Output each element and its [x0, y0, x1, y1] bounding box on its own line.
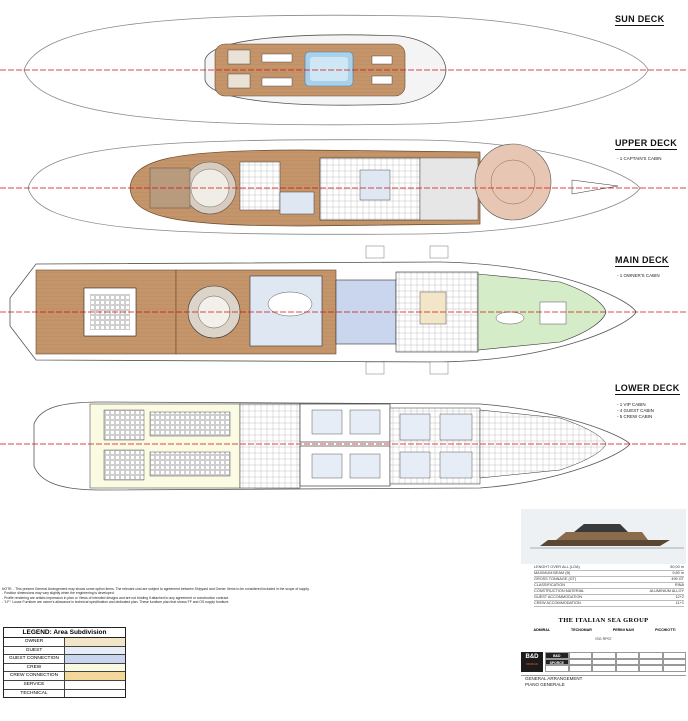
brand-row: ADMIRAL TECNOMAR PERINI NAVI PICCHIOTTI: [523, 628, 686, 632]
legend-label: SERVICE: [4, 680, 65, 689]
title-grid-cell: [592, 652, 616, 659]
title-grid-cell: [615, 652, 639, 659]
spec-row: GROSS TONNAGE (GT) 499 GT: [534, 577, 684, 583]
yacht-render-image: [521, 509, 686, 564]
company-name: THE ITALIAN SEA GROUP: [558, 617, 649, 624]
brand-name: TECNOMAR: [571, 628, 592, 632]
title-grid-cell: SPORCE: [545, 658, 569, 666]
title-grid-cell: [639, 658, 663, 666]
legend-label: CREW: [4, 663, 65, 672]
title-grid-cell: [662, 665, 686, 672]
title-grid-cell: [615, 658, 639, 666]
spec-value: ALUMINIUM ALLOY: [649, 589, 684, 593]
spec-label: GUEST ACCOMMODATION: [534, 595, 583, 599]
brand-name: PICCHIOTTI: [655, 628, 676, 632]
legend-label: TECHNICAL: [4, 689, 65, 698]
logo-main: B&D: [525, 654, 539, 660]
lower-deck-note: - 4 GUEST CABIN: [617, 408, 654, 413]
specification-table: LENGHT OVER ALL (LOA) 50,00 m MAXIMUM BEAM…: [534, 565, 684, 607]
sun-deck-plan: [0, 14, 688, 126]
legend-row: CREW: [4, 663, 125, 673]
legend-swatch: [65, 646, 125, 655]
title-grid-cell: [662, 652, 686, 659]
spec-row: CREW ACCOMMODATION 11+1: [534, 601, 684, 607]
note-line: - Position dimensions may vary slightly …: [2, 591, 115, 596]
legend-row: GUEST CONNECTION: [4, 655, 125, 664]
title-grid-cell: [545, 665, 569, 672]
spec-row: GUEST ACCOMMODATION 12+2: [534, 595, 684, 601]
general-notes: NOTE: - This present General Arrangement…: [2, 587, 357, 604]
spec-label: CREW ACCOMMODATION: [534, 601, 581, 605]
title-grid-cell: [639, 665, 663, 672]
legend-label: OWNER: [4, 638, 65, 646]
company-subtitle: ISG RP07: [595, 637, 612, 641]
legend-row: CREW CONNECTION: [4, 672, 125, 681]
spec-label: CONSTRUCTION MATERIAL: [534, 589, 585, 593]
sun-deck-title: SUN DECK: [615, 14, 665, 26]
lower-deck-note: - 5 CREW CABIN: [617, 414, 653, 419]
main-deck-plan: [0, 245, 688, 375]
note-line: - Profile rendering are artistic impress…: [2, 595, 230, 600]
spec-label: LENGHT OVER ALL (LOA): [534, 565, 580, 569]
title-grid-cell: [615, 665, 639, 672]
legend-swatch: [65, 672, 125, 680]
title-grid-cell: [639, 652, 663, 659]
legend-swatch: [65, 689, 125, 698]
legend-row: TECHNICAL: [4, 689, 125, 698]
title-block: GENERAL ARRANGEMENT PIANO GENERALE: [521, 675, 686, 698]
upper-deck-plan: [0, 139, 688, 235]
legend-title: LEGEND: Area Subdivision: [4, 628, 125, 638]
spec-row: MAXIMUM BEAM (B) 9,80 m: [534, 571, 684, 577]
title-grid-cell: B&D: [545, 652, 569, 659]
title-grid-cell: [592, 665, 616, 672]
brand-name: ADMIRAL: [533, 628, 551, 632]
note-line: NOTE: - This present General Arrangement…: [2, 587, 310, 591]
spec-value: 9,80 m: [672, 571, 684, 575]
title-grid-cell: [592, 658, 616, 666]
legend-row: SERVICE: [4, 680, 125, 690]
spec-row: CONSTRUCTION MATERIAL ALUMINIUM ALLOY: [534, 589, 684, 595]
note-line: - "LF": Loose Furniture are owner's allo…: [2, 599, 230, 604]
legend-swatch: [65, 680, 125, 689]
title-grid-cell: [662, 658, 686, 666]
legend-swatch: [65, 663, 125, 672]
title-grid-cell: [568, 665, 592, 672]
spec-value: 499 GT: [671, 577, 684, 581]
legend-row: OWNER: [4, 638, 125, 647]
spec-row: LENGHT OVER ALL (LOA) 50,00 m: [534, 565, 684, 571]
legend-label: GUEST CONNECTION: [4, 655, 65, 663]
designer-logo: B&D DESIGN: [521, 652, 543, 672]
legend-swatch: [65, 655, 125, 663]
brand-name: PERINI NAVI: [612, 628, 635, 632]
legend-row: GUEST: [4, 646, 125, 656]
spec-label: GROSS TONNAGE (GT): [534, 577, 577, 581]
title-grid-cell: [568, 652, 592, 659]
lower-deck-notes: - 1 VIP CABIN - 4 GUEST CABIN - 5 CREW C…: [617, 402, 654, 420]
spec-row: CLASSIFICATION RINA: [534, 583, 684, 589]
lower-deck-plan: [0, 401, 688, 491]
main-deck-title: MAIN DECK: [615, 255, 669, 267]
legend-swatch: [65, 638, 125, 646]
drawing-title: GENERAL ARRANGEMENT: [525, 676, 583, 681]
spec-label: MAXIMUM BEAM (B): [534, 571, 571, 575]
drawing-title-it: PIANO GENERALE: [525, 682, 565, 687]
spec-label: CLASSIFICATION: [534, 583, 565, 587]
upper-deck-title: UPPER DECK: [615, 138, 678, 150]
upper-deck-note: - 1 CAPTAIN'S CABIN: [617, 156, 662, 161]
logo-sub: DESIGN: [526, 662, 538, 666]
lower-deck-title: LOWER DECK: [615, 383, 680, 395]
spec-value: RINA: [674, 583, 684, 587]
legend-label: GUEST: [4, 646, 65, 655]
spec-value: 11+1: [675, 601, 684, 605]
legend-label: CREW CONNECTION: [4, 672, 65, 680]
spec-value: 12+2: [675, 595, 684, 599]
main-deck-note: - 1 OWNER'S CABIN: [617, 273, 660, 278]
title-grid-cell: [568, 658, 592, 666]
spec-value: 50,00 m: [670, 565, 684, 569]
lower-deck-note: - 1 VIP CABIN: [617, 402, 646, 407]
